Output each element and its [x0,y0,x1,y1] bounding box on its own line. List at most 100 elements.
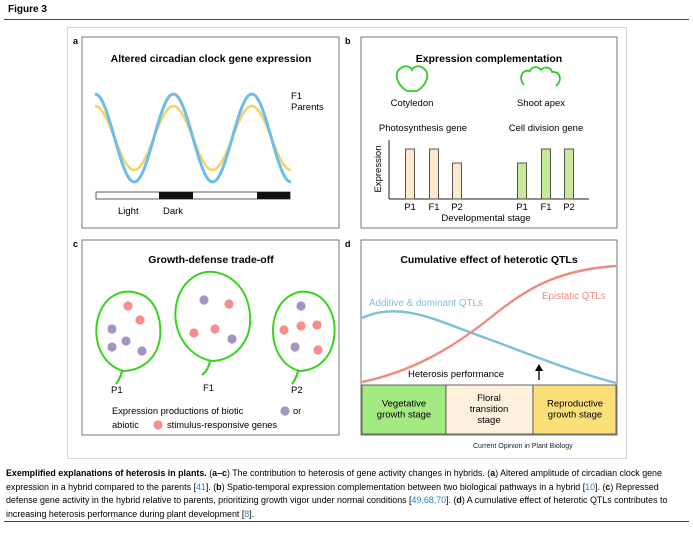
caption-text: a–c [212,468,227,478]
label-f1: F1 [203,383,214,394]
abiotic-dot [210,324,220,334]
caption-title: Exemplified explanations of heterosis in… [6,468,207,478]
stage-label-1-1: transition [470,404,509,415]
panel-b-border [360,36,618,229]
stage-label-2-0: Reproductive [547,399,603,410]
abiotic-dot [189,328,199,338]
panel-letter-a: a [73,36,79,46]
caption-text: ]. [249,508,255,519]
petiole-p1 [115,370,124,385]
panel-b-title: Expression complementation [416,53,562,65]
leaf-f1 [174,270,252,363]
leaf-p2 [272,290,336,373]
credit-line: Current Opinion in Plant Biology [473,443,573,450]
panel-letter-c: c [73,239,78,249]
bar-label-left-p1: P1 [404,202,416,213]
caption-text: ]. ( [205,481,217,492]
biotic-dot [290,342,300,352]
epistatic-curve [361,264,617,384]
biotic-dot [296,301,306,311]
figure-caption: Exemplified explanations of heterosis in… [6,467,686,521]
biotic-dot [199,295,209,305]
abiotic-dot [312,320,322,330]
x-axis-label: Developmental stage [441,213,530,224]
bar-left-p1 [405,148,415,200]
petiole-p2 [291,370,300,385]
panel-a-title: Altered circadian clock gene expression [111,53,312,65]
caption-text: ]. ( [446,495,457,505]
bottom-rule [4,521,689,522]
light-label: Light [118,206,139,217]
epistatic-label: Epistatic QTLs [542,291,606,302]
figure-label: Figure 3 [8,4,47,15]
gene-product-dots [107,295,323,356]
bar-label-left-f1: F1 [428,202,439,213]
caption-text: ) Repressed defense gene activity in the… [6,481,659,506]
caption-body: (a–c) The contribution to heterosis of g… [6,468,667,519]
bars-photosynthesis [405,148,462,200]
panel-c-border [81,239,340,436]
biotic-dot [227,334,237,344]
legend-line2-a: abiotic [112,420,139,430]
bar-right-f1 [541,148,551,200]
stage-label-2-1: growth stage [548,410,602,421]
citation-ref[interactable]: 41 [195,481,206,492]
panel-d: d Cumulative effect of heterotic QTLs Ad… [345,239,618,436]
dark-segment-2 [257,192,290,199]
label-p1: P1 [111,385,123,396]
caption-text: ) Spatio-temporal expression complementa… [221,481,586,492]
bar-label-right-f1: F1 [540,202,551,213]
label-p2: P2 [291,385,303,396]
stage-label-1-0: Floral [477,393,501,404]
panel-a: a Altered circadian clock gene expressio… [73,36,340,229]
panel-a-border [81,36,340,229]
legend-parents: Parents [291,102,324,113]
additive-label: Additive & dominant QTLs [369,298,483,309]
citation-ref[interactable]: 10 [585,481,596,492]
abiotic-dot [123,301,133,311]
abiotic-dot [224,299,234,309]
dark-segment-1 [159,192,193,199]
f1-curve [94,92,292,184]
stage-vegetative [361,384,447,435]
dark-label: Dark [163,206,183,217]
biotic-dot-icon [280,406,290,416]
bar-label-left-p2: P2 [451,202,463,213]
caption-text: d [456,495,462,505]
caption-text: a [490,468,496,478]
biotic-dot [121,336,131,346]
caption-text: ]. ( [595,481,606,492]
bars-cell-division [517,148,574,200]
caption-text: c [605,481,611,492]
petiole-f1 [201,360,212,376]
bar-right-p1 [517,162,527,200]
citation-ref[interactable]: 8 [244,508,250,519]
caption-text: ( [206,468,213,478]
shoot-apex-icon [520,66,561,87]
abiotic-dot [313,345,323,355]
top-rule [4,19,689,20]
up-arrow-icon [535,364,543,371]
stage-floral [445,384,534,435]
stage-label-0-1: growth stage [377,410,431,421]
caption-text: ) Altered amplitude of circadian clock g… [6,468,662,492]
figure-frame [67,27,627,459]
legend-f1: F1 [291,91,302,102]
legend-line1-a: Expression productions of biotic [112,406,244,416]
panel-d-border [360,239,618,436]
citation-ref[interactable]: 49,68,70 [411,495,447,505]
stage-label-1-2: stage [477,415,500,426]
photosynthesis-gene-label: Photosynthesis gene [379,123,467,134]
panel-letter-b: b [345,36,351,46]
panel-letter-d: d [345,239,351,249]
bar-left-f1 [429,148,439,200]
additive-dominant-curve [361,310,617,385]
cotyledon-label: Cotyledon [391,98,434,109]
abiotic-dot-icon [153,420,163,430]
caption-text: b [216,481,222,492]
shoot-apex-label: Shoot apex [517,98,565,109]
panel-d-title: Cumulative effect of heterotic QTLs [400,254,578,266]
